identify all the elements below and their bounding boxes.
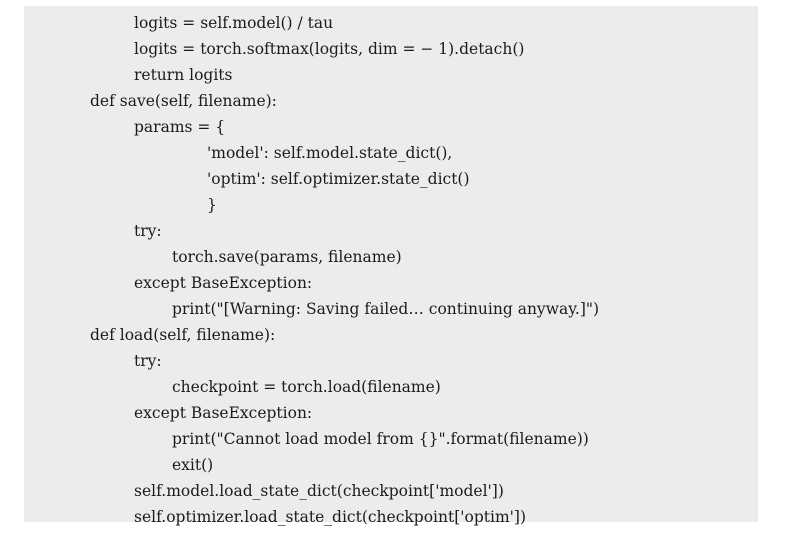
code-line: exit() [172, 456, 214, 474]
code-line: except BaseException: [134, 274, 313, 292]
code-line: self.model.load_state_dict(checkpoint['m… [134, 482, 504, 500]
code-line: try: [134, 222, 162, 240]
code-line: checkpoint = torch.load(filename) [172, 378, 441, 396]
code-line: return logits [134, 66, 233, 84]
code-line: self.optimizer.load_state_dict(checkpoin… [134, 508, 527, 526]
code-line: } [207, 196, 217, 214]
code-line: def load(self, filename): [90, 326, 276, 344]
code-line: try: [134, 352, 162, 370]
code-line: torch.save(params, filename) [172, 248, 402, 266]
code-line: print("Cannot load model from {}".format… [172, 430, 589, 448]
code-line: except BaseException: [134, 404, 313, 422]
code-line: def save(self, filename): [90, 92, 277, 110]
code-block: logits = self.model() / tau logits = tor… [24, 6, 758, 526]
code-line: params = { [134, 118, 226, 136]
code-line: 'model': self.model.state_dict(), [207, 144, 453, 162]
code-line: 'optim': self.optimizer.state_dict() [207, 170, 470, 188]
code-line: print("[Warning: Saving failed… continui… [172, 300, 600, 318]
code-line: logits = self.model() / tau [134, 14, 334, 32]
code-line: logits = torch.softmax(logits, dim = − 1… [134, 40, 525, 58]
